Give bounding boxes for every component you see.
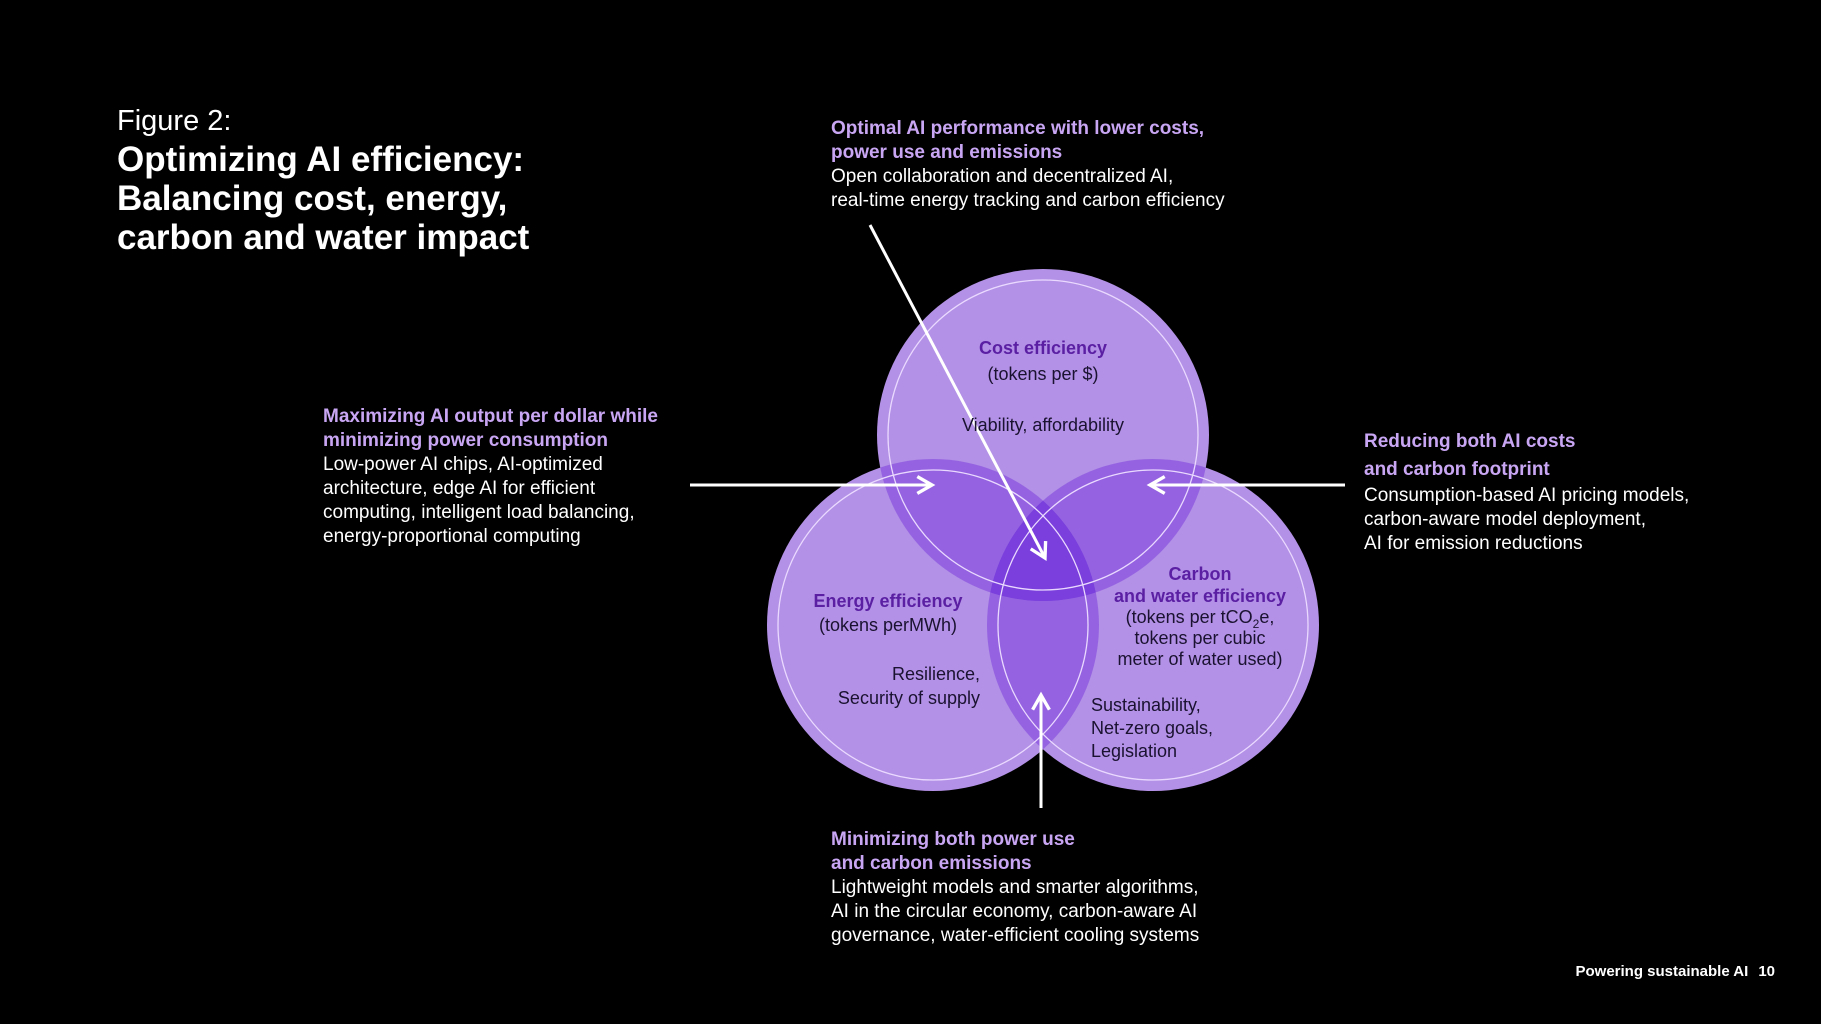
callout-left-body-line: energy-proportional computing [323, 526, 581, 547]
figure-title: Optimizing AI efficiency: Balancing cost… [117, 140, 637, 257]
callout-top-heading-line: power use and emissions [831, 142, 1063, 163]
energy-metric: (tokens perMWh) [819, 615, 957, 635]
callout-right-heading-line: and carbon footprint [1364, 459, 1550, 480]
carbon-benefit-line: Legislation [1091, 741, 1177, 761]
footer-title: Powering sustainable AI [1575, 963, 1749, 980]
callout-top-heading-line: Optimal AI performance with lower costs, [831, 118, 1205, 139]
callout-right-body: Consumption-based AI pricing models, car… [1364, 484, 1689, 556]
callout-left: Maximizing AI output per dollar while mi… [323, 405, 658, 549]
callout-bottom-heading-line: and carbon emissions [831, 853, 1032, 874]
figure-title-line: Optimizing AI efficiency: [117, 140, 525, 179]
callout-top-heading: Optimal AI performance with lower costs,… [831, 117, 1225, 165]
callout-left-body-line: architecture, edge AI for efficient [323, 478, 596, 499]
callout-bottom-body: Lightweight models and smarter algorithm… [831, 876, 1199, 948]
cost-title: Cost efficiency [979, 338, 1107, 358]
callout-right-body-line: Consumption-based AI pricing models, [1364, 485, 1690, 506]
carbon-metric-line: tokens per cubic [1134, 628, 1265, 648]
callout-bottom-body-line: Lightweight models and smarter algorithm… [831, 877, 1199, 898]
callout-left-heading-line: minimizing power consumption [323, 430, 608, 451]
callout-right: Reducing both AI costs and carbon footpr… [1364, 428, 1689, 556]
energy-ring [777, 469, 1089, 781]
figure-title-line: carbon and water impact [117, 218, 530, 257]
carbon-title-line: Carbon [1169, 564, 1232, 584]
center-overlap [987, 459, 1099, 601]
callout-top: Optimal AI performance with lower costs,… [831, 117, 1225, 213]
carbon-metric-line: meter of water used) [1117, 649, 1282, 669]
callout-top-body-line: Open collaboration and decentralized AI, [831, 166, 1174, 187]
energy-benefit-line: Security of supply [838, 688, 980, 708]
arrow-top [868, 224, 1048, 561]
carbon-metric-prefix: (tokens per tCO [1126, 607, 1253, 627]
callout-bottom-heading-line: Minimizing both power use [831, 829, 1075, 850]
callout-bottom-body-line: governance, water-efficient cooling syst… [831, 925, 1200, 946]
carbon-metric-suffix: e, [1259, 607, 1274, 627]
carbon-benefit-line: Net-zero goals, [1091, 718, 1213, 738]
figure-title-line: Balancing cost, energy, [117, 179, 508, 218]
callout-bottom-heading: Minimizing both power use and carbon emi… [831, 828, 1199, 876]
callout-right-body-line: carbon-aware model deployment, [1364, 509, 1646, 530]
callout-left-body-line: computing, intelligent load balancing, [323, 502, 635, 523]
carbon-title-line: and water efficiency [1114, 586, 1286, 606]
callout-right-heading-line: Reducing both AI costs [1364, 431, 1576, 452]
callout-top-body: Open collaboration and decentralized AI,… [831, 165, 1225, 213]
callout-right-body-line: AI for emission reductions [1364, 533, 1583, 554]
callout-left-heading-line: Maximizing AI output per dollar while [323, 406, 658, 427]
callout-bottom: Minimizing both power use and carbon emi… [831, 828, 1199, 948]
page-number: 10 [1758, 963, 1775, 980]
carbon-metric: (tokens per tCO2e, [1126, 607, 1275, 631]
callout-left-body: Low-power AI chips, AI-optimized archite… [323, 453, 658, 549]
footer: Powering sustainable AI 10 [1565, 963, 1775, 980]
cost-ring [887, 279, 1199, 591]
figure-label: Figure 2: [117, 105, 232, 137]
callout-right-heading: Reducing both AI costs and carbon footpr… [1364, 428, 1689, 484]
energy-benefit-line: Resilience, [892, 664, 980, 684]
callout-left-body-line: Low-power AI chips, AI-optimized [323, 454, 603, 475]
callout-top-body-line: real-time energy tracking and carbon eff… [831, 190, 1225, 211]
callout-left-heading: Maximizing AI output per dollar while mi… [323, 405, 658, 453]
callout-bottom-body-line: AI in the circular economy, carbon-aware… [831, 901, 1198, 922]
cost-benefit: Viability, affordability [962, 415, 1124, 435]
carbon-metric-subscript: 2 [1253, 617, 1260, 631]
carbon-ring [997, 469, 1309, 781]
cost-metric: (tokens per $) [987, 364, 1098, 384]
energy-title: Energy efficiency [813, 591, 962, 611]
carbon-benefit-line: Sustainability, [1091, 695, 1201, 715]
